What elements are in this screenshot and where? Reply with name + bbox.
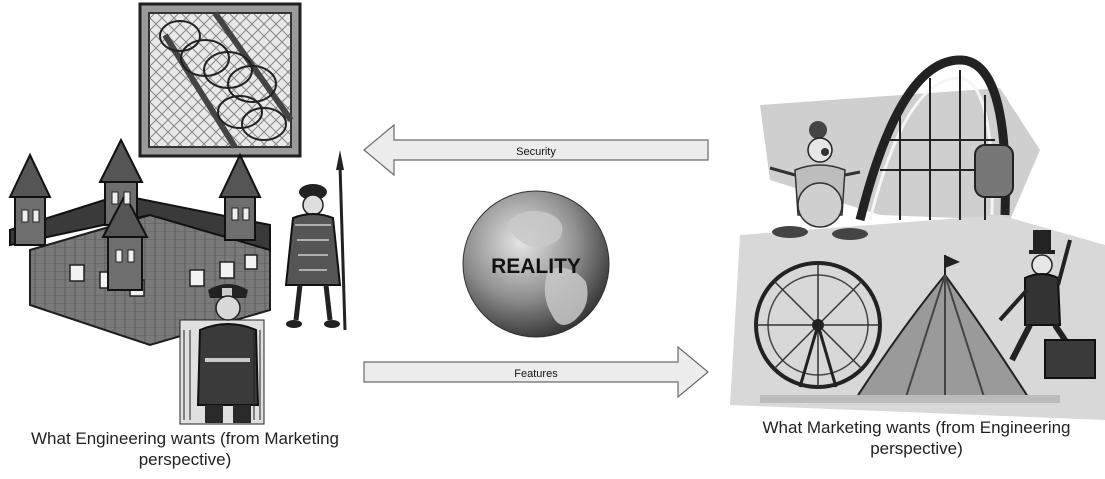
reality-label: REALITY (491, 255, 581, 278)
features-arrow: Features (363, 345, 709, 399)
roller-coaster-icon (855, 55, 1014, 222)
beefeater-guard-icon (284, 150, 347, 331)
security-arrow-label: Security (516, 146, 556, 158)
features-arrow-label: Features (514, 368, 558, 380)
clown-icon (769, 121, 868, 240)
police-officer-icon (179, 284, 265, 425)
barbed-wire-fence-icon (138, 2, 302, 158)
ferris-wheel-icon (754, 261, 882, 389)
engineering-caption: What Engineering wants (from Marketing p… (30, 429, 340, 469)
castle-icon (8, 137, 271, 347)
marketing-caption: What Marketing wants (from Engineering p… (762, 418, 1071, 458)
ringmaster-icon (998, 230, 1096, 379)
security-arrow: Security (363, 123, 709, 177)
globe-icon: REALITY (462, 190, 610, 338)
circus-tent-icon (760, 255, 1060, 403)
